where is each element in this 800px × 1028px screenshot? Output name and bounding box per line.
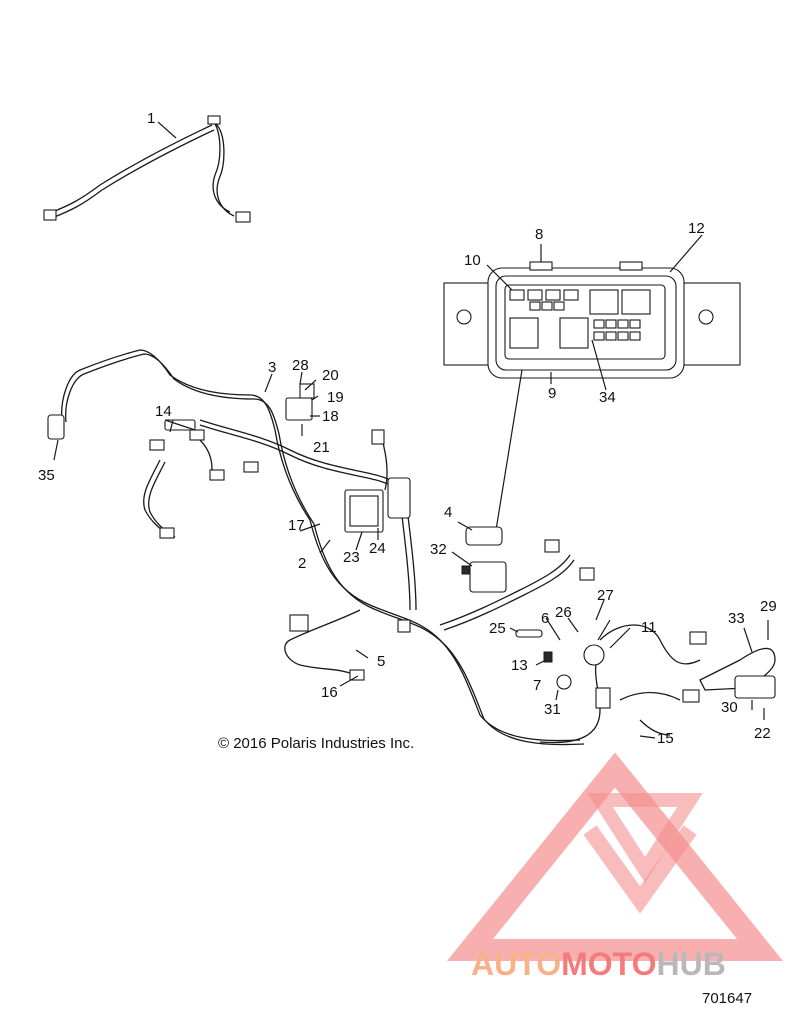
callout-24: 24 <box>369 540 386 557</box>
watermark-text-auto: AUTO <box>471 946 562 982</box>
callout-8: 8 <box>535 226 543 243</box>
callout-23: 23 <box>343 549 360 566</box>
watermark-text-hub: HUB <box>656 946 726 982</box>
relay-block-4 <box>451 521 507 593</box>
callout-13: 13 <box>511 657 528 674</box>
callout-27: 27 <box>597 587 614 604</box>
callout-10: 10 <box>464 252 481 269</box>
watermark-text: AUTOMOTOHUB <box>471 946 726 983</box>
fuse-grid <box>509 289 651 349</box>
watermark-logo <box>447 752 783 961</box>
callout-6: 6 <box>541 610 549 627</box>
small-parts-center <box>509 599 631 709</box>
ecu-module <box>344 477 411 551</box>
callout-17: 17 <box>288 517 305 534</box>
callout-21: 21 <box>313 439 330 456</box>
callout-labels: 1 2 3 4 5 6 7 8 9 10 11 12 13 14 15 16 1… <box>38 110 777 747</box>
watermark-text-moto: MOTO <box>561 946 657 982</box>
callout-12: 12 <box>688 220 705 237</box>
callout-19: 19 <box>327 389 344 406</box>
callout-26: 26 <box>555 604 572 621</box>
leader-lines <box>53 373 656 739</box>
callout-33: 33 <box>728 610 745 627</box>
figure-number: 701647 <box>702 990 753 1007</box>
callout-34: 34 <box>599 389 616 406</box>
callout-3: 3 <box>268 359 276 376</box>
fuse-box <box>443 234 741 531</box>
callout-32: 32 <box>430 541 447 558</box>
callout-4: 4 <box>444 504 452 521</box>
callout-20: 20 <box>322 367 339 384</box>
module-33 <box>699 620 776 720</box>
callout-35: 35 <box>38 467 55 484</box>
callout-30: 30 <box>721 699 738 716</box>
callout-31: 31 <box>544 701 561 718</box>
part-14-bracket <box>164 419 196 431</box>
callout-15: 15 <box>657 730 674 747</box>
callout-1: 1 <box>147 110 155 127</box>
callout-11: 11 <box>641 619 657 636</box>
callout-29: 29 <box>760 598 777 615</box>
callout-16: 16 <box>321 684 338 701</box>
callout-9: 9 <box>548 385 556 402</box>
main-harness <box>47 349 707 746</box>
callout-2: 2 <box>298 555 306 572</box>
callout-14: 14 <box>155 403 172 420</box>
callout-18: 18 <box>322 408 339 425</box>
relay-assembly <box>285 371 320 436</box>
callout-22: 22 <box>754 725 771 742</box>
callout-5: 5 <box>377 653 385 670</box>
harness-part-1 <box>43 115 251 223</box>
callout-25: 25 <box>489 620 506 637</box>
copyright-notice: © 2016 Polaris Industries Inc. <box>218 735 415 752</box>
callout-7: 7 <box>533 677 541 694</box>
callout-28: 28 <box>292 357 309 374</box>
